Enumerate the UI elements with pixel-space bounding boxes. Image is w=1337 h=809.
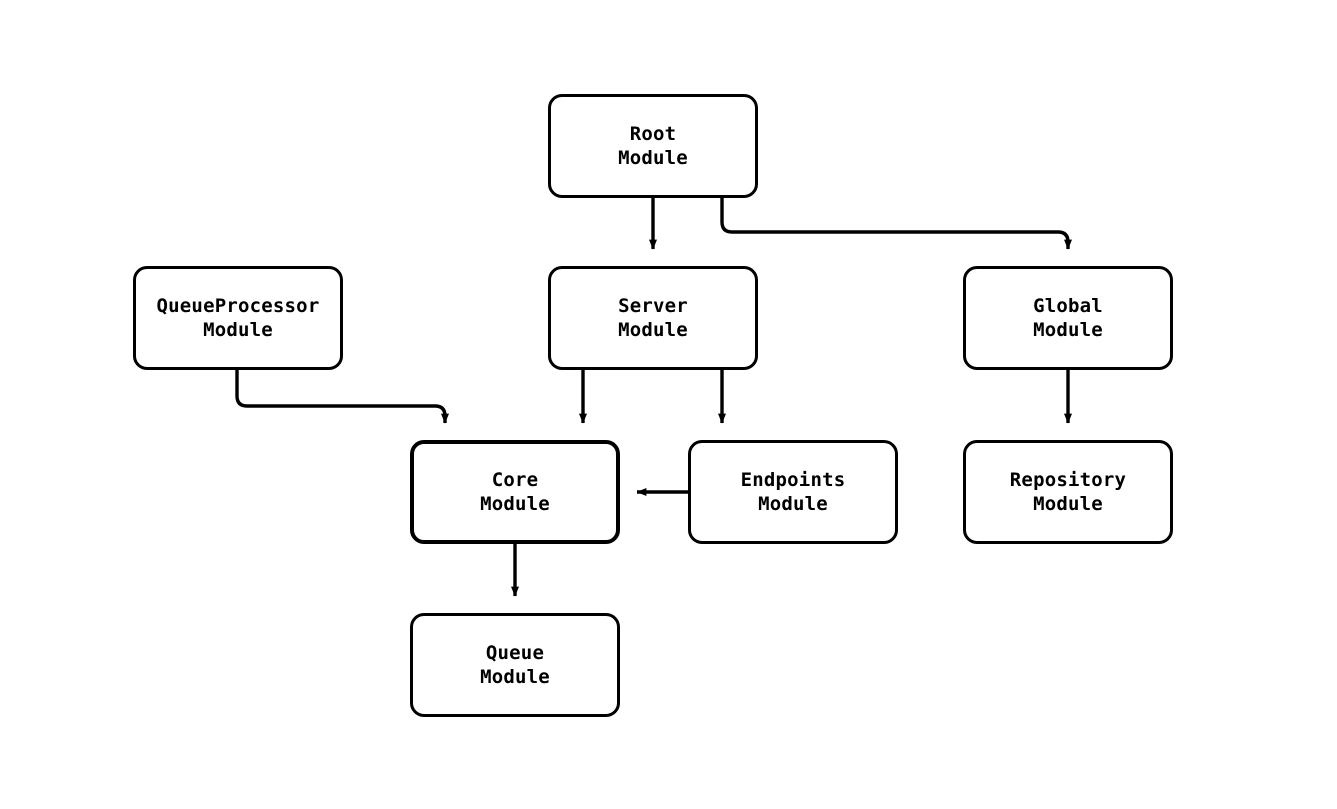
edge-queueprocessor-to-core xyxy=(235,370,449,424)
node-queue-module[interactable]: Queue Module xyxy=(410,613,620,717)
node-queueprocessor-module-label: QueueProcessor Module xyxy=(156,294,320,341)
node-root-module-label: Root Module xyxy=(618,122,688,169)
node-root-module[interactable]: Root Module xyxy=(548,94,758,198)
node-core-module[interactable]: Core Module xyxy=(410,440,620,544)
node-repository-module[interactable]: Repository Module xyxy=(963,440,1173,544)
node-queue-module-label: Queue Module xyxy=(480,641,550,688)
node-server-module[interactable]: Server Module xyxy=(548,266,758,370)
node-endpoints-module-label: Endpoints Module xyxy=(740,468,846,515)
node-repository-module-label: Repository Module xyxy=(1009,468,1127,515)
node-global-module-label: Global Module xyxy=(1033,294,1103,341)
edge-root-to-global xyxy=(720,196,1072,250)
node-global-module[interactable]: Global Module xyxy=(963,266,1173,370)
node-queueprocessor-module[interactable]: QueueProcessor Module xyxy=(133,266,343,370)
node-core-module-label: Core Module xyxy=(480,468,550,515)
node-endpoints-module[interactable]: Endpoints Module xyxy=(688,440,898,544)
node-server-module-label: Server Module xyxy=(618,294,688,341)
